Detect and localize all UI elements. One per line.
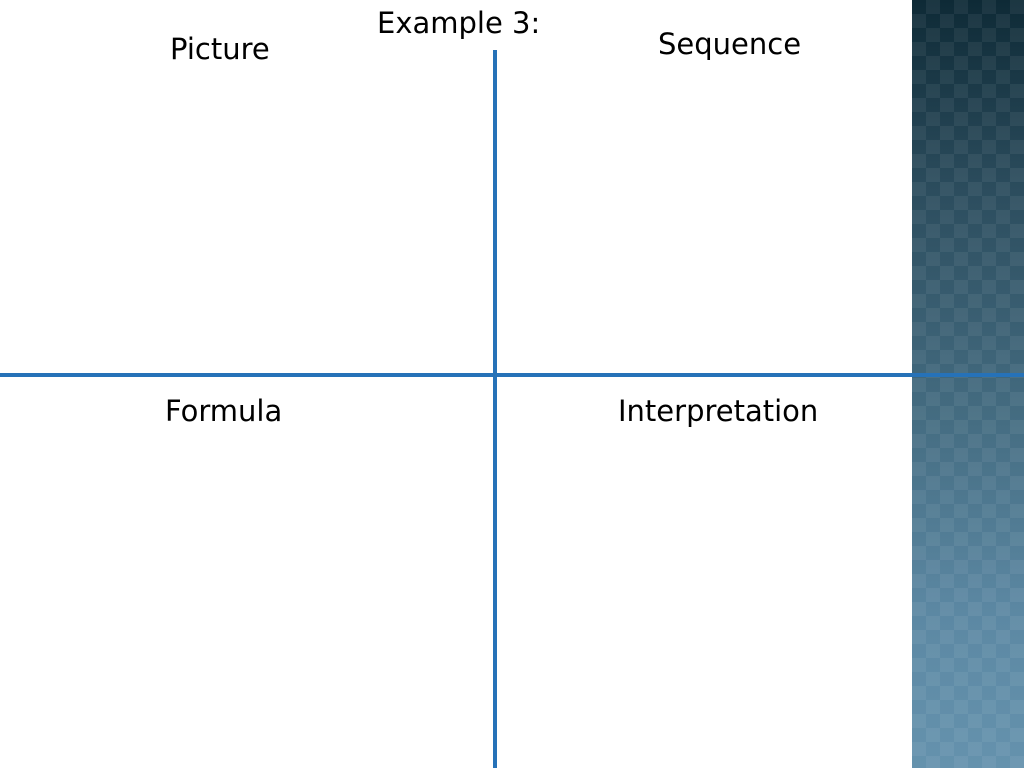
quadrant-label-picture: Picture: [170, 32, 270, 66]
quadrant-label-formula: Formula: [165, 394, 283, 428]
quadrant-label-sequence: Sequence: [658, 27, 802, 61]
decorative-side-panel: [912, 0, 1024, 768]
vertical-divider: [493, 50, 497, 768]
quadrant-label-interpretation: Interpretation: [618, 394, 819, 428]
diamond-pattern: [912, 0, 1024, 768]
slide-title: Example 3:: [377, 6, 541, 40]
horizontal-divider: [0, 373, 1024, 377]
